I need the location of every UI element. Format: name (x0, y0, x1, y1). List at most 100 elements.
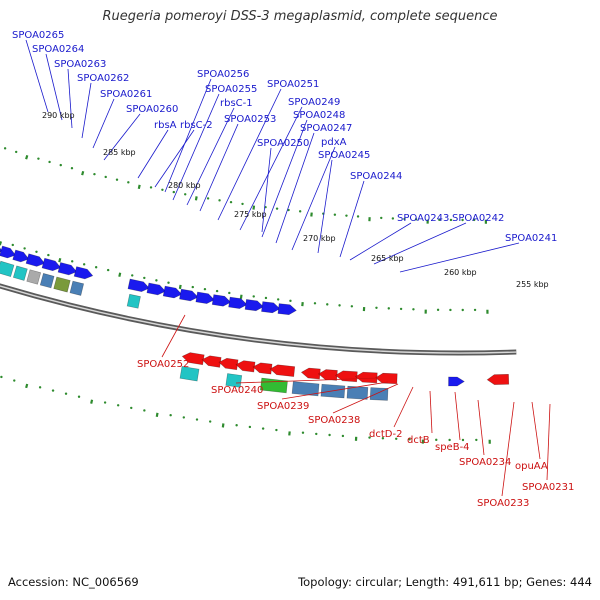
ring-dot (403, 217, 406, 221)
ring-dot (473, 308, 477, 312)
ring-dot (391, 217, 395, 220)
ring-dot (461, 308, 464, 312)
leader-line (261, 119, 308, 238)
gene-label-forward: SPOA0265 (12, 30, 64, 41)
ring-dot (161, 188, 164, 191)
forward-gene-arrow (73, 266, 94, 280)
tick-mark (90, 399, 94, 404)
ring-dot (264, 296, 268, 300)
tick-label: 265 kbp (371, 254, 404, 263)
cog-box (179, 366, 200, 382)
tick-label: 275 kbp (234, 210, 267, 219)
ring-dot (449, 308, 452, 312)
gene-label-reverse: dctB (407, 435, 430, 446)
ring-dot (380, 216, 383, 220)
ring-dot (218, 199, 221, 202)
tick-mark (221, 423, 225, 428)
leader-line (477, 399, 485, 456)
tick-mark (155, 412, 159, 418)
forward-gene-arrow (12, 249, 30, 263)
ring-dot (64, 392, 68, 395)
ring-dot (104, 175, 107, 179)
ring-dot (338, 304, 341, 307)
ring-dot (59, 163, 62, 167)
tick-label: 260 kbp (444, 268, 477, 277)
forward-gene-arrow (195, 291, 215, 304)
ring-dot (37, 157, 40, 160)
ring-dot (115, 178, 119, 181)
ring-dot (184, 193, 187, 196)
ring-dot (252, 295, 255, 298)
ring-dot (11, 243, 14, 247)
ring-dot (167, 281, 170, 284)
tick-mark (178, 284, 182, 290)
gene-label-forward: SPOA0249 (288, 97, 340, 108)
ring-dot (94, 266, 98, 269)
ring-dot (275, 428, 278, 432)
leader-line (164, 78, 212, 193)
ring-dot (412, 308, 415, 311)
gene-label-forward: SPOA0260 (126, 104, 178, 115)
ring-dot (461, 218, 464, 222)
cog-box (259, 377, 288, 394)
forward-gene-arrow (162, 285, 183, 299)
gene-label-reverse: SPOA0240 (211, 385, 263, 396)
ring-dot (38, 386, 42, 389)
gene-label-forward: SPOA0255 (205, 84, 257, 95)
ring-dot (350, 305, 354, 308)
gene-label-forward: SPOA0261 (100, 89, 152, 100)
cog-box (225, 373, 243, 388)
ring-dot (116, 404, 120, 407)
reverse-gene-arrow (486, 373, 510, 385)
tick-mark (252, 205, 256, 210)
ring-dot (127, 181, 130, 184)
gene-label-forward: SPOA0245 (318, 150, 370, 161)
tick-mark (239, 294, 243, 299)
ring-dot (475, 438, 478, 442)
ring-dot (149, 186, 153, 189)
ring-dot (408, 438, 411, 441)
cog-box (12, 265, 28, 281)
gene-label-reverse: SPOA0233 (477, 498, 529, 509)
ring-dot (449, 218, 453, 222)
accession-label: Accession: NC_006569 (8, 575, 139, 589)
cog-box (26, 269, 42, 285)
tick-label: 280 kbp (168, 181, 201, 190)
gene-label-forward: SPOA0248 (293, 110, 345, 121)
leader-line (317, 159, 333, 254)
tick-mark (137, 184, 141, 190)
backbone-circle (0, 283, 517, 356)
reverse-gene-arrow (375, 372, 398, 385)
leader-line (281, 381, 389, 400)
ring-dot (298, 210, 302, 213)
leader-line (546, 403, 551, 481)
ring-dot (461, 438, 465, 442)
gene-label-reverse: SPOA0238 (308, 415, 360, 426)
gene-label-forward: rbsA (154, 120, 177, 131)
ring-dot (248, 425, 252, 429)
tick-label: 290 kbp (42, 111, 75, 120)
leader-line (235, 377, 380, 384)
gene-label-reverse: SPOA0234 (459, 457, 511, 468)
forward-gene-arrow (277, 303, 297, 316)
forward-gene-arrow (127, 278, 150, 292)
ring-dot (203, 287, 207, 291)
leader-line (261, 147, 272, 233)
cog-box (346, 385, 369, 400)
forward-gene-arrow (25, 253, 46, 267)
reverse-gene-arrow (252, 362, 273, 375)
cog-box (0, 260, 15, 278)
ring-dot (261, 427, 265, 430)
ring-dot (315, 432, 318, 436)
forward-gene-arrow (448, 376, 465, 387)
ring-dot (71, 260, 74, 263)
ring-dot (143, 276, 146, 280)
ring-dot (438, 218, 441, 222)
ring-dot (206, 197, 210, 200)
tick-mark (81, 170, 85, 176)
ring-dot (448, 438, 451, 442)
ring-dot (229, 200, 233, 204)
leader-line (172, 93, 220, 201)
forward-gene-arrow (179, 288, 199, 302)
